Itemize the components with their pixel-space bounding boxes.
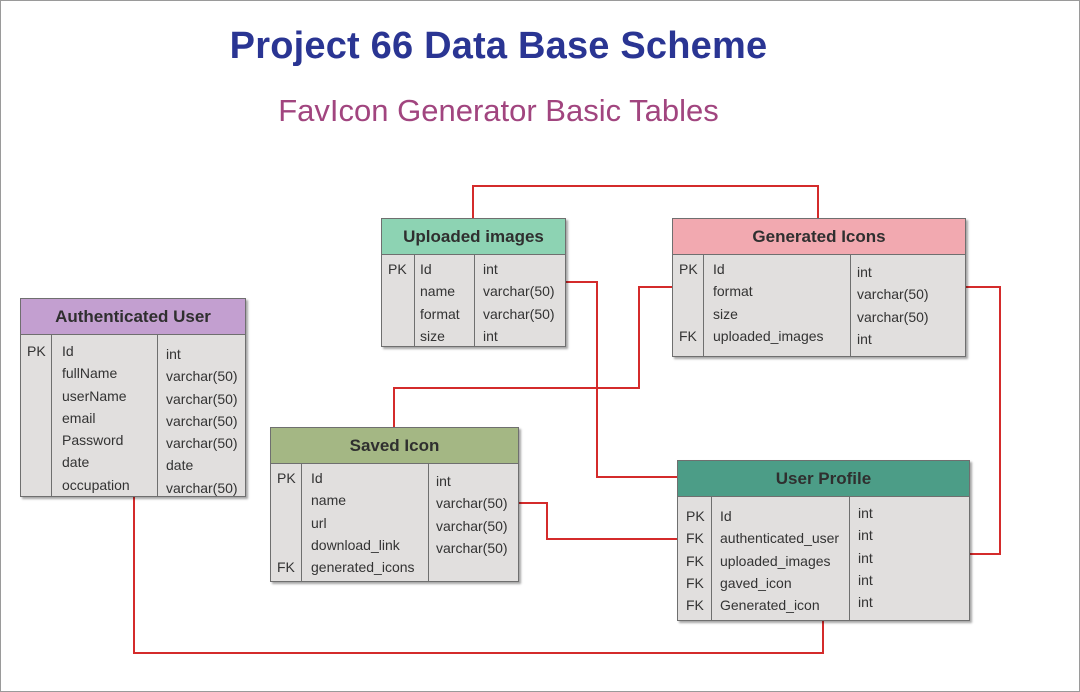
link-uploaded-images-to-user-profile [566,281,677,478]
field-name: name [311,492,347,509]
field-type: varchar(50) [436,517,508,534]
field-type: varchar(50) [166,435,238,452]
field-name: format [713,283,753,300]
field-name: size [713,305,738,322]
key-label: PK [686,508,705,524]
field-name: uploaded_images [713,327,824,344]
field-type: int [858,571,873,588]
table-header: Generated Icons [673,219,965,255]
field-type: varchar(50) [166,390,238,407]
key-label: FK [686,597,704,614]
field-type: int [858,505,873,521]
field-name: authenticated_user [720,530,840,547]
field-name: uploaded_images [720,552,831,569]
table-header: Saved Icon [271,428,518,464]
key-label: FK [679,327,697,344]
field-type: int [858,594,873,611]
table-header: Uploaded images [382,219,565,255]
link-authenticated-user-to-user-profile [133,496,824,654]
link-saved-icon-to-user-profile [517,502,677,540]
key-label: FK [686,530,704,547]
key-label: FK [277,559,295,576]
key-label: PK [277,470,296,486]
table-saved-icon[interactable]: Saved Icon PK FK Id name url download_li… [270,427,519,582]
key-label: FK [686,574,704,591]
field-type: int [436,473,451,489]
table-user-profile[interactable]: User Profile PK FK FK FK FK Id authentic… [677,460,970,621]
field-name: Id [420,261,432,277]
field-type: varchar(50) [483,283,555,300]
table-uploaded-images[interactable]: Uploaded images PK Id name format size i… [381,218,566,347]
field-type: int [166,346,181,362]
field-name: date [62,454,90,471]
field-type: varchar(50) [857,308,929,325]
field-name: url [311,514,327,531]
field-name: fullName [62,365,118,382]
field-name: size [420,327,445,344]
key-label: PK [388,261,407,277]
field-type: varchar(50) [166,479,238,496]
field-name: download_link [311,536,400,553]
field-name: email [62,409,96,426]
field-type: int [858,549,873,566]
field-name: userName [62,387,127,404]
key-label: PK [27,343,46,359]
field-type: int [483,261,498,277]
diagram-title: Project 66 Data Base Scheme [229,25,768,67]
table-header: Authenticated User [21,299,245,335]
field-name: Id [713,261,725,277]
field-type: varchar(50) [166,368,238,385]
key-label: PK [679,261,698,277]
field-name: name [420,283,456,300]
field-type: varchar(50) [857,286,929,303]
field-type: varchar(50) [483,305,555,322]
table-generated-icons[interactable]: Generated Icons PK FK Id format size upl… [672,218,966,357]
field-type: int [857,264,872,280]
diagram-subtitle: FavIcon Generator Basic Tables [278,93,719,128]
field-name: Id [311,470,323,486]
field-name: generated_icons [311,559,415,576]
link-uploaded-images-to-generated-icons [472,185,819,219]
table-header: User Profile [678,461,969,497]
field-name: format [420,305,460,322]
field-name: Password [62,432,124,449]
link-generated-icons-to-user-profile [964,286,1001,555]
field-type: int [483,327,498,344]
field-name: Id [720,508,732,524]
link-generated-icons-to-saved-icon [393,286,672,428]
field-name: Id [62,343,74,359]
field-name: Generated_icon [720,597,820,614]
field-name: gaved_icon [720,574,792,591]
field-name: occupation [62,476,130,493]
field-type: varchar(50) [436,495,508,512]
field-type: varchar(50) [166,412,238,429]
key-label: FK [686,552,704,569]
field-type: int [857,330,872,347]
field-type: int [858,527,873,544]
table-authenticated-user[interactable]: Authenticated User PK Id fullName userNa… [20,298,246,497]
field-type: varchar(50) [436,539,508,556]
field-type: date [166,457,194,474]
